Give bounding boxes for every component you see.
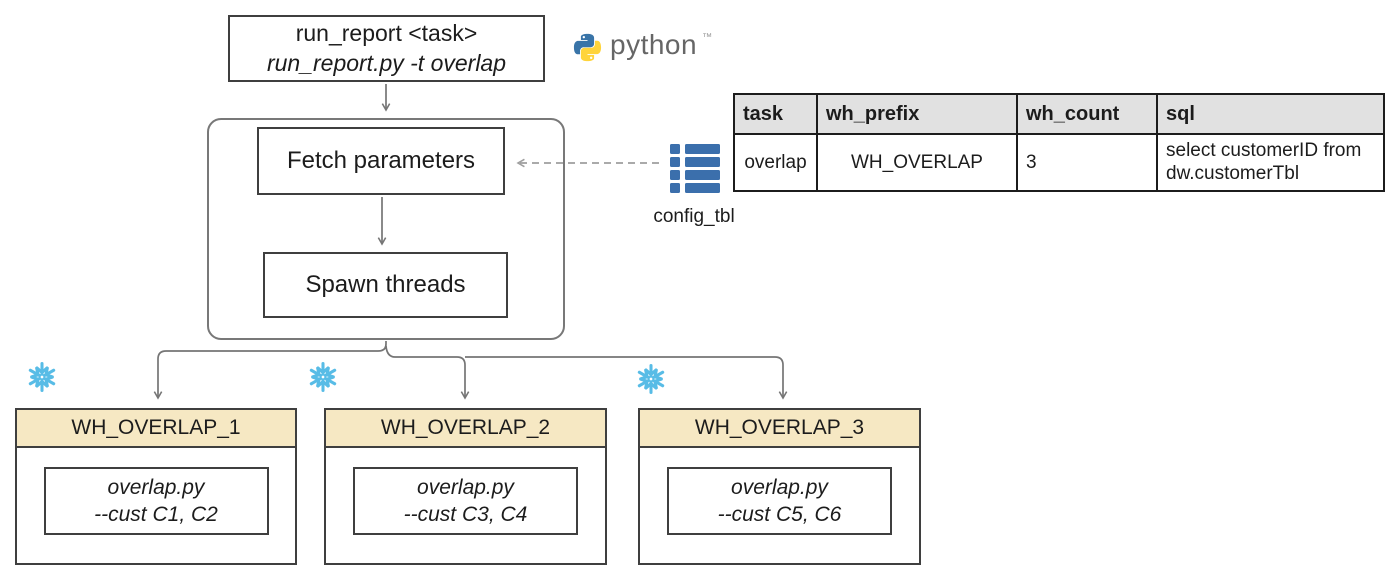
cell-wh-prefix: WH_OVERLAP (816, 133, 1018, 192)
snowflake-icon (305, 359, 341, 395)
warehouse-box-1: WH_OVERLAP_1 overlap.py --cust C1, C2 (15, 408, 297, 565)
script-name: overlap.py (417, 475, 514, 499)
warehouse-header: WH_OVERLAP_2 (326, 410, 605, 448)
column-header-task: task (733, 93, 818, 135)
config-table-label: config_tbl (653, 206, 735, 227)
warehouse-body: overlap.py --cust C3, C4 (326, 448, 605, 563)
script-args: --cust C1, C2 (94, 503, 218, 526)
table-header-row: task wh_prefix wh_count sql (733, 93, 1385, 135)
command-usage: run_report <task> (295, 20, 478, 47)
worker-script-box: overlap.py --cust C3, C4 (353, 467, 578, 535)
warehouse-title: WH_OVERLAP_2 (380, 416, 551, 439)
table-row: overlap WH_OVERLAP 3 select customerID f… (733, 133, 1385, 192)
column-header-sql: sql (1156, 93, 1385, 135)
cell-sql: select customerID from dw.customerTbl (1156, 133, 1385, 192)
warehouse-header: WH_OVERLAP_3 (640, 410, 919, 448)
column-header-wh-prefix: wh_prefix (816, 93, 1018, 135)
cell-task: overlap (733, 133, 818, 192)
worker-script-box: overlap.py --cust C1, C2 (43, 467, 269, 535)
script-name: overlap.py (107, 475, 205, 499)
script-name: overlap.py (731, 475, 828, 499)
trademark-symbol: ™ (702, 31, 713, 43)
warehouse-title: WH_OVERLAP_1 (71, 416, 241, 439)
warehouse-header: WH_OVERLAP_1 (17, 410, 295, 448)
process-container (207, 118, 565, 340)
column-header-wh-count: wh_count (1016, 93, 1158, 135)
spawn-threads-label: Spawn threads (305, 271, 466, 298)
branch-left (153, 341, 387, 400)
cell-wh-count: 3 (1016, 133, 1158, 192)
script-args: --cust C5, C6 (717, 503, 842, 526)
python-wordmark: python (610, 29, 698, 60)
snowflake-icon (633, 361, 669, 397)
warehouse-body: overlap.py --cust C5, C6 (640, 448, 919, 563)
warehouse-title: WH_OVERLAP_3 (694, 416, 865, 439)
command-example: run_report.py -t overlap (266, 49, 507, 76)
fetch-parameters-box: Fetch parameters (257, 127, 505, 195)
warehouse-box-3: WH_OVERLAP_3 overlap.py --cust C5, C6 (638, 408, 921, 565)
table-list-icon (670, 144, 720, 193)
script-args: --cust C3, C4 (403, 503, 528, 526)
command-box: run_report <task> run_report.py -t overl… (228, 15, 545, 82)
config-table: task wh_prefix wh_count sql overlap WH_O… (733, 93, 1385, 192)
branch-middle (385, 345, 470, 400)
warehouse-body: overlap.py --cust C1, C2 (17, 448, 295, 563)
fetch-parameters-label: Fetch parameters (286, 147, 476, 174)
snowflake-icon (24, 359, 60, 395)
python-icon (573, 33, 602, 61)
warehouse-box-2: WH_OVERLAP_2 overlap.py --cust C3, C4 (324, 408, 607, 565)
spawn-threads-box: Spawn threads (263, 252, 508, 318)
python-logo: python ™ (572, 29, 714, 63)
branch-right (465, 356, 788, 400)
worker-script-box: overlap.py --cust C5, C6 (667, 467, 892, 535)
